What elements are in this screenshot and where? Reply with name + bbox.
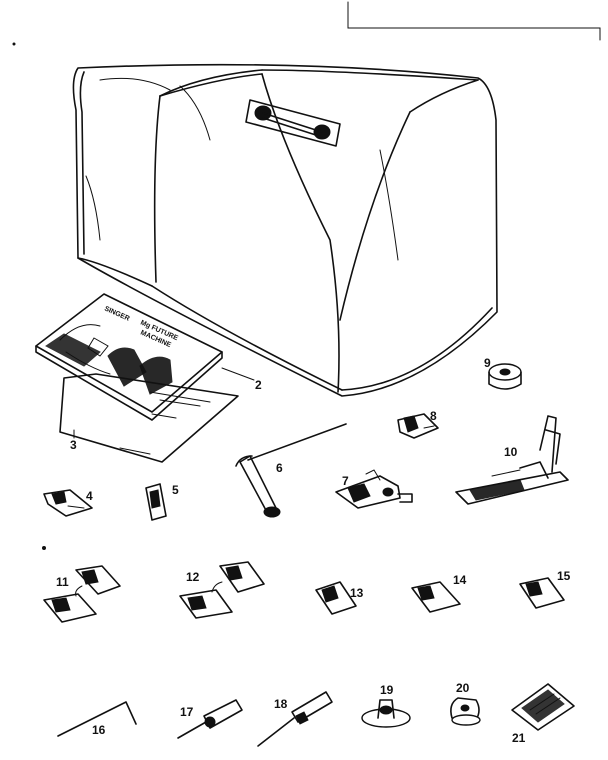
callout-14: 14	[453, 573, 467, 587]
instruction-book: SINGER Mg FUTURE MACHINE	[35, 293, 223, 421]
callout-6: 6	[276, 461, 283, 475]
callout-labels: 2 3 4 5 6 7 8 9 10 11 12 13 14 15 16 17 …	[56, 356, 571, 745]
part-8-presser-foot	[397, 413, 439, 439]
part-17-screwdriver	[177, 699, 243, 739]
callout-13: 13	[350, 586, 364, 600]
callout-21: 21	[512, 731, 526, 745]
part-10-buttonholer	[455, 415, 569, 505]
part-9-bobbin	[488, 363, 522, 390]
callout-16: 16	[92, 723, 106, 737]
callout-20: 20	[456, 681, 470, 695]
part-7-presser-foot	[335, 469, 413, 509]
frame-corner-mark	[347, 1, 601, 41]
parts-sheet	[59, 373, 239, 463]
callout-19: 19	[380, 683, 394, 697]
part-20-cap	[450, 697, 481, 726]
part-18-seam-ripper	[257, 691, 333, 747]
part-4-presser-foot	[43, 489, 93, 517]
callout-4: 4	[86, 489, 93, 503]
callout-18: 18	[274, 697, 288, 711]
callout-3: 3	[70, 438, 77, 452]
part-19-spool-cap	[361, 699, 411, 728]
callout-7: 7	[342, 474, 349, 488]
part-14-presser-foot	[411, 581, 461, 613]
leader-lines	[73, 367, 255, 439]
part-11-presser-feet	[43, 565, 121, 623]
callout-9: 9	[484, 356, 491, 370]
callout-12: 12	[186, 570, 200, 584]
part-13-presser-foot	[315, 581, 357, 615]
callout-5: 5	[172, 483, 179, 497]
callout-17: 17	[180, 705, 194, 719]
part-12-presser-feet	[179, 561, 265, 619]
callout-8: 8	[430, 409, 437, 423]
callout-11: 11	[56, 575, 69, 589]
callout-10: 10	[504, 445, 518, 459]
book-brand: SINGER	[103, 305, 130, 322]
dust-cover	[72, 63, 498, 397]
callout-15: 15	[557, 569, 571, 583]
part-5-presser-foot	[145, 483, 167, 521]
part-15-presser-foot	[519, 577, 565, 609]
part-21-needle-card	[511, 683, 575, 731]
part-6-tool	[235, 423, 347, 518]
scan-specks	[12, 42, 46, 550]
callout-2: 2	[255, 378, 262, 392]
part-16-rod	[57, 701, 137, 737]
